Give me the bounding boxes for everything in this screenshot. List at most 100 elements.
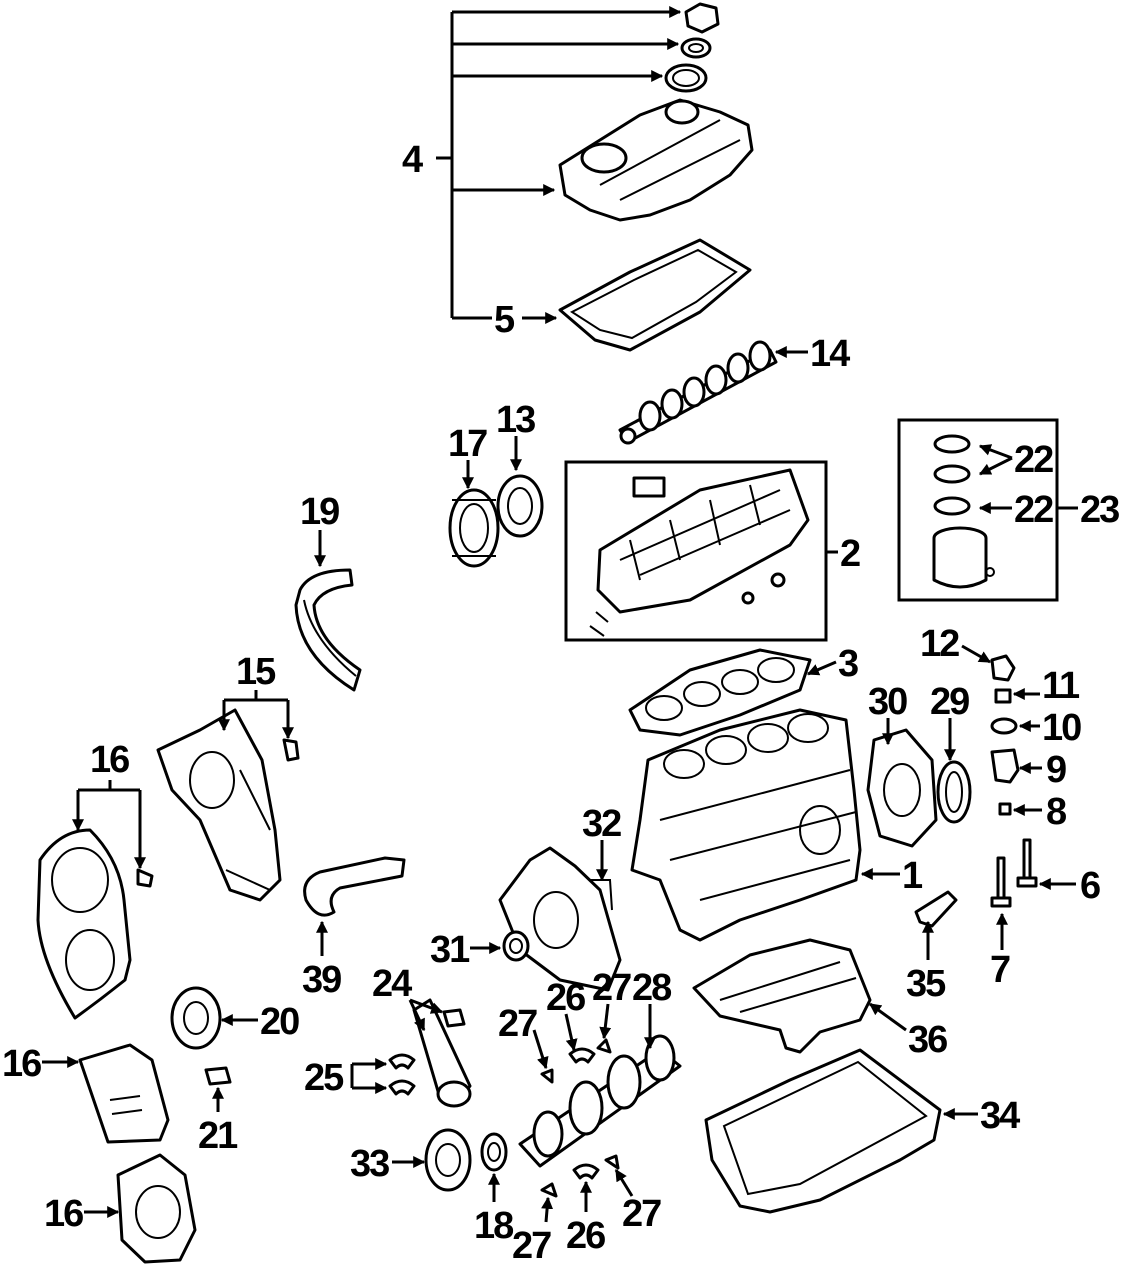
oil-pressure-switch	[990, 654, 1016, 682]
leader-16-top	[72, 780, 146, 870]
cylinder-head	[589, 468, 810, 637]
callout-18: 18	[474, 1205, 513, 1247]
piston-box	[897, 418, 1059, 602]
timing-belt	[294, 568, 362, 692]
plug-8	[998, 802, 1012, 816]
oil-pan	[704, 1048, 942, 1214]
callout-26-bottom: 26	[566, 1215, 605, 1257]
callout-13: 13	[496, 399, 535, 441]
leader-36	[869, 1002, 907, 1032]
callout-9: 9	[1046, 749, 1066, 791]
callout-30: 30	[868, 681, 907, 723]
callout-10: 10	[1042, 707, 1081, 749]
bolt-7	[990, 856, 1012, 908]
callout-27-bottom-right: 27	[622, 1193, 661, 1235]
front-crank-seal	[502, 930, 530, 962]
callout-16-bottom: 16	[44, 1193, 83, 1235]
callout-16-top: 16	[90, 739, 129, 781]
rod-bearings	[388, 1053, 416, 1096]
thrust-washer-bottom-left	[540, 1182, 558, 1198]
leader-26-top	[564, 1013, 578, 1052]
callout-28: 28	[632, 967, 671, 1009]
callout-21: 21	[198, 1115, 238, 1157]
callout-23: 23	[1080, 489, 1119, 531]
callout-3: 3	[838, 643, 858, 685]
crankshaft	[518, 1034, 682, 1168]
main-bearing-upper	[568, 1047, 596, 1064]
callout-32: 32	[582, 803, 621, 845]
callout-7: 7	[990, 949, 1010, 991]
callout-27-bottom-left: 27	[512, 1225, 551, 1267]
water-pipe	[303, 856, 406, 917]
callout-17: 17	[448, 423, 487, 465]
callout-16-mid: 16	[2, 1043, 41, 1085]
callout-29: 29	[930, 681, 969, 723]
camshaft	[618, 340, 778, 445]
lower-timing-cover	[78, 1043, 170, 1144]
oil-pan-baffle	[692, 938, 872, 1054]
main-bearing-lower	[572, 1163, 600, 1180]
callout-22-bottom: 22	[1014, 489, 1053, 531]
rear-main-seal	[936, 760, 972, 824]
belt-tensioner	[170, 986, 222, 1050]
piston	[932, 526, 995, 589]
callout-31: 31	[430, 929, 470, 971]
head-gasket	[628, 648, 812, 737]
idler-bolt	[204, 1066, 232, 1086]
crankshaft-pulley	[424, 1128, 472, 1192]
leader-12	[961, 644, 992, 664]
engine-block	[630, 708, 862, 942]
leader-24	[408, 998, 444, 1032]
crankshaft-sprocket	[480, 1132, 508, 1172]
callout-26-top: 26	[546, 977, 585, 1019]
cover-clip-15	[282, 738, 300, 762]
valve-cover	[558, 98, 754, 222]
thrust-washer-bottom-right	[604, 1154, 620, 1170]
callout-4: 4	[402, 139, 423, 181]
cover-clip-16	[136, 868, 154, 888]
camshaft-sprocket	[448, 488, 500, 568]
callout-19: 19	[300, 491, 339, 533]
cap-seal-large	[664, 63, 708, 93]
leader-22a	[978, 444, 1013, 460]
thrust-washer-top-left	[540, 1068, 554, 1084]
piston-rings	[933, 434, 971, 516]
inner-timing-cover	[156, 708, 282, 902]
callout-25: 25	[304, 1057, 344, 1099]
callout-5: 5	[494, 299, 515, 341]
rear-seal-housing	[866, 728, 938, 848]
callout-36: 36	[908, 1019, 947, 1061]
leader-27-bottom-left	[541, 1196, 554, 1223]
callout-6: 6	[1080, 865, 1100, 907]
leader-4	[436, 6, 682, 318]
callout-8: 8	[1046, 791, 1066, 833]
callout-39: 39	[302, 959, 341, 1001]
callout-1: 1	[902, 855, 923, 897]
callout-27-top-left: 27	[498, 1003, 537, 1045]
callout-22-top: 22	[1014, 439, 1053, 481]
oil-filler-cap	[684, 2, 720, 34]
leader-27-bottom-right	[614, 1168, 634, 1197]
callout-34: 34	[980, 1095, 1020, 1137]
callout-15: 15	[236, 651, 276, 693]
callout-12: 12	[920, 623, 959, 665]
connecting-rod	[412, 998, 472, 1108]
leader-3	[806, 660, 837, 676]
callout-27-top-right: 27	[592, 967, 631, 1009]
leader-27-top-left	[532, 1029, 549, 1070]
valve-cover-gasket	[558, 238, 752, 352]
bolt-6	[1016, 838, 1038, 888]
oil-filter-element-9	[990, 748, 1020, 784]
callout-33: 33	[350, 1143, 389, 1185]
callout-14: 14	[810, 333, 850, 375]
camshaft-adjuster	[496, 474, 544, 538]
seal-ring-10	[990, 717, 1018, 735]
bracket-35	[914, 890, 958, 928]
rear-timing-cover	[116, 1153, 197, 1264]
callout-2: 2	[840, 533, 860, 575]
seal-washer-11	[994, 688, 1012, 704]
callout-24: 24	[372, 963, 412, 1005]
thrust-washer-top-right	[596, 1038, 612, 1054]
oil-pump-housing	[498, 846, 622, 992]
